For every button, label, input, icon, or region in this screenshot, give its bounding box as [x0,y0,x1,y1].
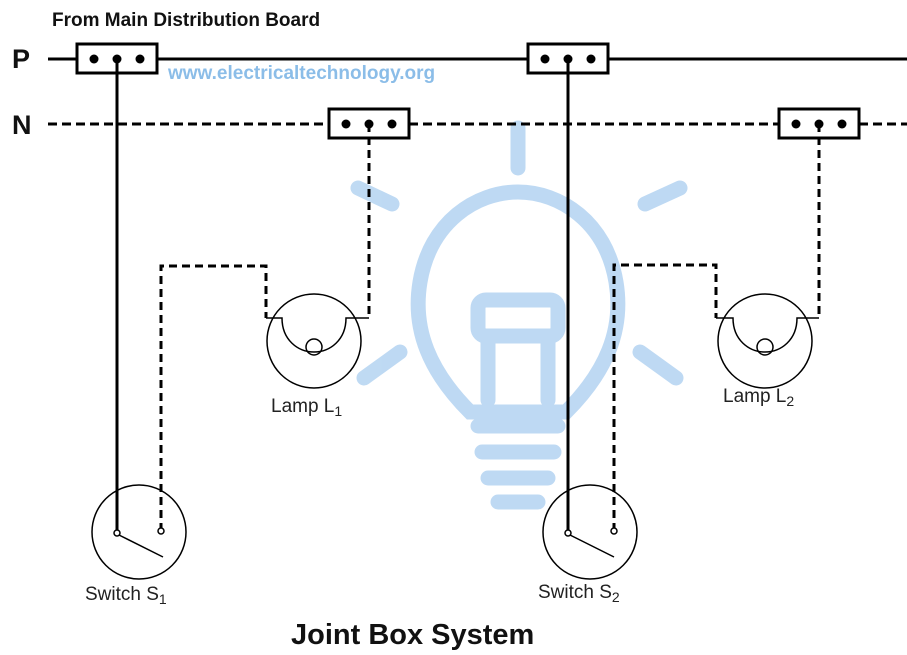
lamp-l1-name: Lamp L [271,396,334,417]
bulb-filament-holder [470,292,566,344]
switch-s2 [542,484,638,580]
neutral-label: N [12,110,32,140]
switched-lamp-wires [159,124,821,531]
joint-box-neutral-2 [777,107,861,140]
lamp-l2-label: Lamp L2 [723,386,794,409]
switch-s1-label: Switch S1 [85,584,167,607]
lamp-l1-label: Lamp L1 [271,396,342,419]
bulb-ray [637,180,688,212]
bulb-ray [350,180,400,212]
phase-drop-wires [115,59,570,533]
switch-s1-subscript: 1 [159,591,167,607]
lamp-l2-subscript: 2 [786,393,794,409]
switch-s1-name: Switch S [85,584,159,605]
lamp-l1 [266,293,369,389]
lamp-l1-subscript: 1 [334,403,342,419]
switch-s2-name: Switch S [538,582,612,603]
joint-box-neutral-1 [327,107,411,140]
switch-s2-label: Switch S2 [538,582,620,605]
switch-s2-subscript: 2 [612,589,620,605]
watermark-text: www.electricaltechnology.org [167,63,435,84]
switch-s1 [91,484,187,580]
bulb-ray [356,344,408,386]
diagram-title: Joint Box System [291,619,534,651]
lamp-l2-name: Lamp L [723,386,786,407]
lamp-l2 [716,293,819,389]
bulb-ray [632,344,684,386]
source-label: From Main Distribution Board [52,10,320,31]
phase-label: P [12,44,30,74]
bulb-watermark-icon [350,120,688,510]
